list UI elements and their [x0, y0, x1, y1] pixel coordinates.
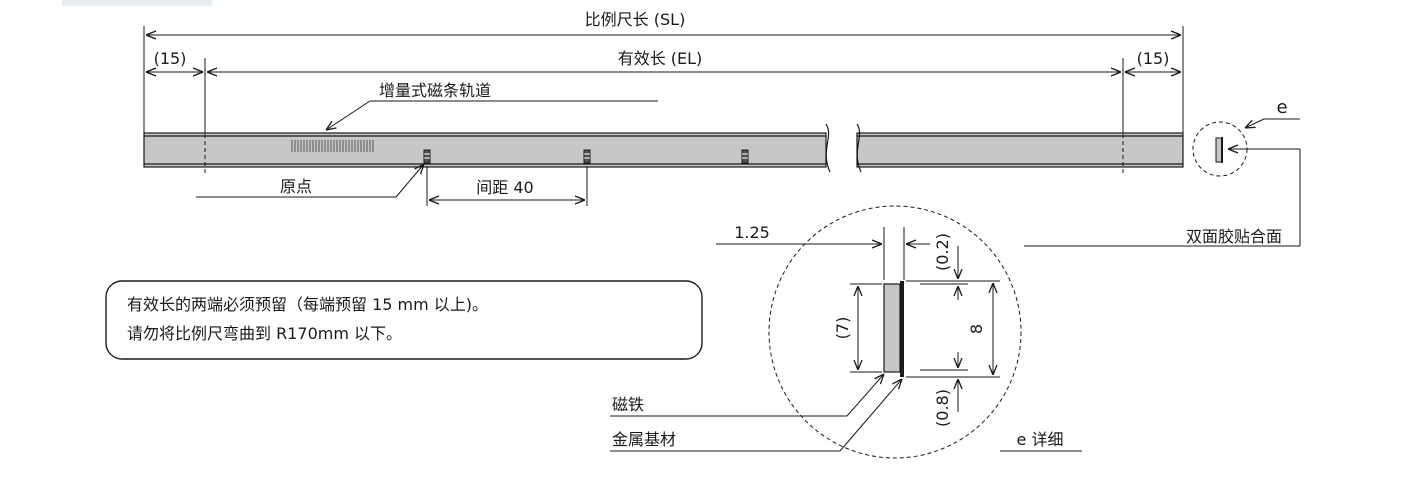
pitch-dimension: 间距 40: [426, 166, 588, 206]
adhesive-face-label: 双面胶贴合面: [1186, 227, 1282, 246]
scale-length-dimension: 比例尺长 (SL): [143, 10, 1184, 134]
origin-label: 原点: [280, 177, 312, 196]
note-line-2: 请勿将比例尺弯曲到 R170mm 以下。: [127, 324, 402, 343]
header-artifact: [62, 0, 212, 6]
end-view: e 双面胶贴合面: [1024, 97, 1301, 247]
right-margin-label: (15): [1137, 49, 1170, 68]
reference-mark: [423, 149, 431, 164]
thickness-label: 1.25: [734, 223, 770, 242]
reference-mark: [583, 149, 591, 164]
pitch-label: 间距 40: [476, 178, 533, 197]
top-gap-label: (0.2): [933, 233, 952, 271]
left-margin-dimension: (15): [146, 49, 203, 72]
incremental-track-callout: 增量式磁条轨道: [326, 81, 658, 130]
note-box: 有效长的两端必须预留（每端预留 15 mm 以上)。 请勿将比例尺弯曲到 R17…: [105, 280, 703, 360]
total-height-label: 8: [967, 324, 986, 334]
left-margin-label: (15): [154, 49, 187, 68]
break-line-right: [856, 123, 862, 173]
bottom-gap-label: (0.8): [933, 389, 952, 427]
magnet-height-label: (7): [833, 317, 852, 340]
detail-circle-large: [768, 205, 1022, 459]
scale-length-label: 比例尺长 (SL): [585, 10, 686, 29]
magnet-body: [883, 283, 901, 373]
metal-base-label: 金属基材: [612, 430, 676, 449]
scale-strip-right: [856, 132, 1184, 168]
right-margin-dimension: (15): [1125, 49, 1181, 72]
break-line-left: [825, 123, 831, 173]
detail-mark-label: e: [1276, 97, 1287, 118]
note-line-1: 有效长的两端必须预留（每端预留 15 mm 以上)。: [127, 295, 488, 314]
reference-mark: [741, 149, 749, 164]
effective-length-label: 有效长 (EL): [618, 49, 703, 68]
scale-strip-left: [143, 132, 827, 168]
metal-base-body: [900, 281, 904, 377]
incremental-track-label: 增量式磁条轨道: [379, 81, 491, 100]
magnet-label: 磁铁: [612, 395, 644, 414]
detail-e: 1.25 (7) (0.2) 8 (0.8) 磁铁 金属基材 e 详细: [610, 205, 1082, 459]
origin-callout: 原点: [196, 164, 424, 198]
detail-title: e 详细: [1017, 430, 1064, 449]
effective-length-dimension: 有效长 (EL): [204, 49, 1124, 134]
incremental-track-hatching: [291, 140, 374, 152]
scale-strip: [143, 123, 1184, 174]
